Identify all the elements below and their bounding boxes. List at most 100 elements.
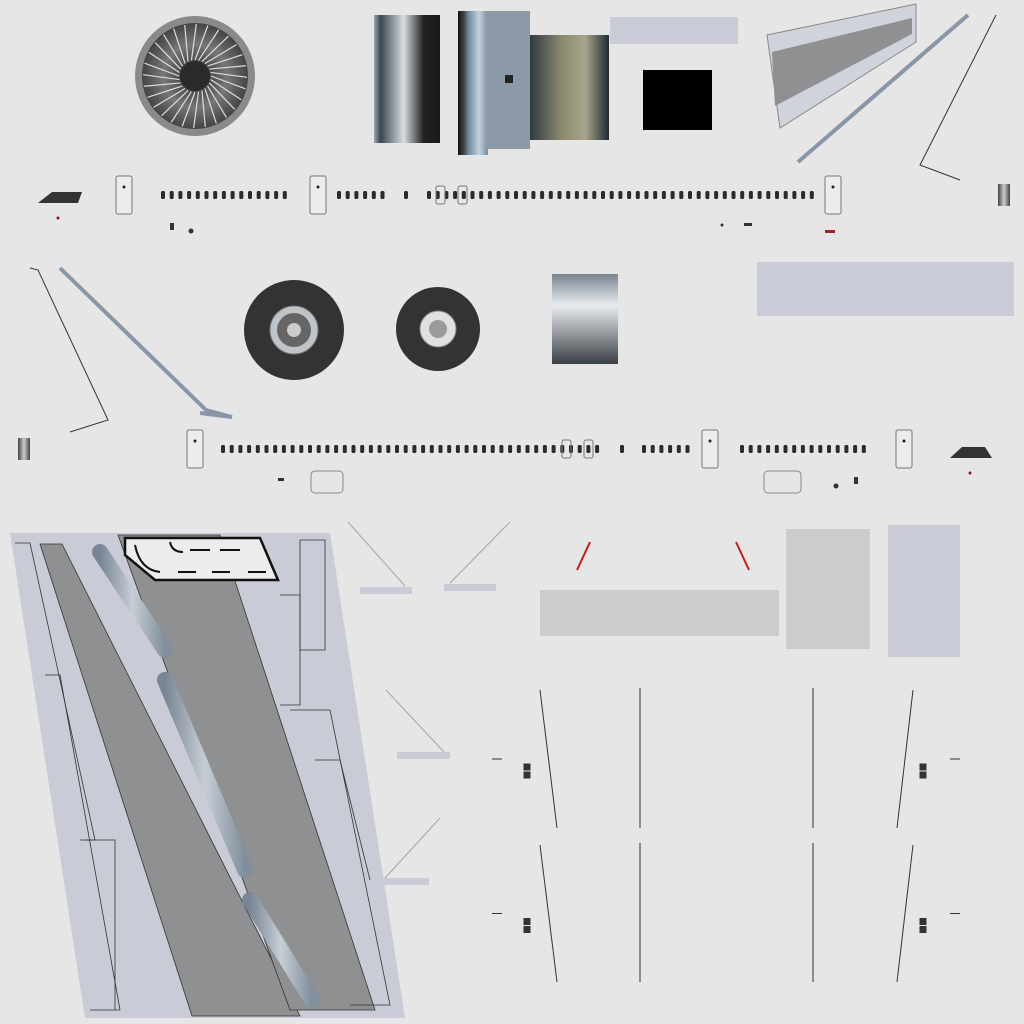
window: [482, 445, 486, 453]
window: [659, 445, 664, 453]
hinge-block: [523, 763, 531, 771]
fan-blade: [204, 44, 237, 65]
window: [490, 445, 495, 453]
window: [464, 445, 469, 453]
window: [264, 445, 269, 453]
control-surface-edge: [896, 689, 914, 829]
window: [542, 445, 547, 453]
hinge-block: [523, 926, 531, 933]
window: [525, 445, 530, 453]
window: [487, 191, 492, 199]
fan-blade: [170, 91, 192, 123]
engine-nacelle-parts: [374, 11, 738, 155]
window: [595, 445, 600, 453]
antenna-parts: [347, 521, 511, 885]
fan-blade: [210, 79, 242, 101]
fan-blade: [210, 75, 246, 90]
flap-track-shadow: [242, 892, 320, 1008]
window: [688, 191, 692, 199]
window: [435, 191, 440, 199]
window: [685, 445, 690, 453]
fan-blade: [198, 29, 220, 61]
window: [505, 191, 510, 199]
window: [722, 191, 727, 199]
window: [620, 445, 624, 453]
window: [255, 445, 260, 453]
fan-blade: [154, 42, 182, 70]
window: [548, 191, 553, 199]
window: [818, 445, 823, 453]
window: [282, 191, 287, 199]
door: [115, 175, 133, 215]
window: [230, 191, 235, 199]
window: [290, 445, 295, 453]
window: [496, 191, 501, 199]
fan-blade: [209, 65, 247, 70]
window: [438, 445, 443, 453]
window: [308, 445, 312, 453]
window: [351, 445, 356, 453]
fan-blade: [147, 85, 183, 98]
fan-blade: [143, 82, 181, 87]
window: [679, 191, 684, 199]
fan-blade: [163, 34, 184, 67]
window: [316, 445, 321, 453]
window: [479, 191, 484, 199]
window: [740, 191, 745, 199]
window: [178, 191, 183, 199]
window: [221, 191, 226, 199]
window: [239, 191, 244, 199]
window: [395, 445, 399, 453]
window: [676, 445, 681, 453]
window: [229, 445, 234, 453]
window: [574, 191, 579, 199]
window: [783, 445, 788, 453]
window: [161, 191, 165, 199]
window: [835, 445, 840, 453]
hinge-block: [919, 926, 927, 933]
window: [618, 191, 623, 199]
window: [800, 445, 805, 453]
window: [522, 191, 527, 199]
fan-blade: [161, 89, 189, 117]
door: [824, 175, 842, 215]
window: [642, 445, 646, 453]
window: [325, 445, 330, 453]
main-wheel: [244, 280, 344, 380]
control-surface-edge: [896, 844, 914, 983]
window: [748, 191, 753, 199]
window: [540, 191, 545, 199]
door: [895, 429, 913, 469]
window: [299, 445, 304, 453]
window: [516, 445, 521, 453]
window: [238, 445, 243, 453]
window: [404, 191, 408, 199]
door: [309, 175, 327, 215]
window: [827, 445, 831, 453]
window: [204, 191, 209, 199]
emergency-exit: [583, 439, 594, 459]
window: [470, 191, 475, 199]
window: [247, 445, 252, 453]
window: [354, 191, 359, 199]
window: [557, 191, 562, 199]
engine-fan: [135, 16, 255, 136]
control-surface-edge: [539, 689, 558, 829]
window: [531, 191, 536, 199]
window: [635, 191, 640, 199]
window: [566, 191, 571, 199]
window: [783, 191, 788, 199]
flap-track-shadow: [92, 544, 173, 658]
window: [499, 445, 504, 453]
fan-blade: [207, 54, 243, 67]
window: [809, 445, 814, 453]
window: [766, 445, 771, 453]
window: [213, 191, 218, 199]
window: [447, 445, 452, 453]
fan-blade: [190, 23, 197, 61]
panel-strip: [757, 262, 1014, 316]
window: [731, 191, 736, 199]
emergency-exit: [435, 185, 446, 205]
window: [265, 191, 270, 199]
window: [187, 191, 192, 199]
